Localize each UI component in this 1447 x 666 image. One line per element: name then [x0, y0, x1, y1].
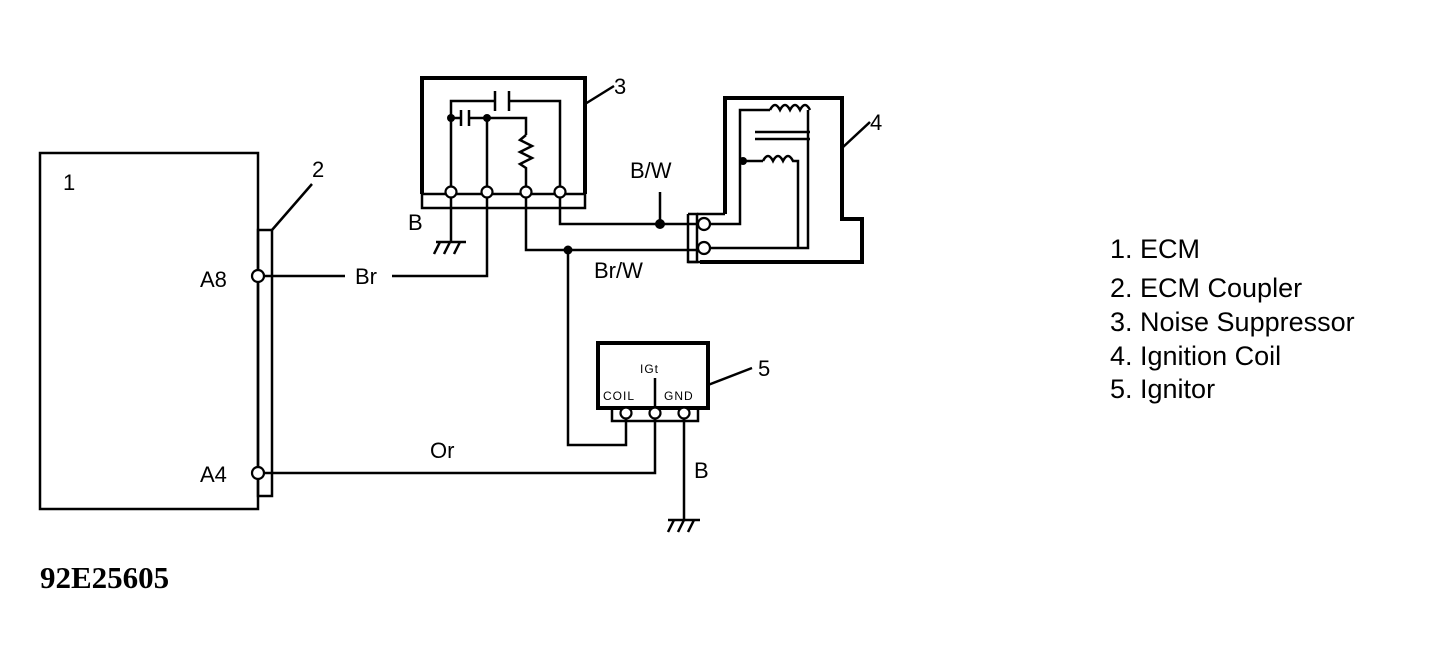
- wire-or-label: Or: [430, 438, 454, 463]
- pin-a4: [250, 465, 266, 481]
- pin-a4-label: A4: [200, 462, 227, 487]
- coil-number: 4: [870, 110, 882, 135]
- ground-icon: [432, 240, 466, 255]
- legend-item: 4. Ignition Coil: [1110, 341, 1281, 371]
- ignitor-gnd-label: GND: [664, 389, 694, 403]
- pin-a8-label: A8: [200, 267, 227, 292]
- wire-b-top-label: B: [408, 210, 423, 235]
- wire-bw: [558, 198, 697, 226]
- ignitor: 5 IGt COIL GND: [596, 341, 770, 423]
- ecm: 1: [38, 151, 260, 511]
- legend-item: 5. Ignitor: [1110, 374, 1215, 404]
- wire-b-bottom-label: B: [694, 458, 709, 483]
- pin-a8: [250, 268, 266, 284]
- wire-br: [264, 192, 489, 278]
- ignition-coil: 4: [686, 96, 882, 264]
- legend: 1. ECM 2. ECM Coupler 3. Noise Suppresso…: [1110, 234, 1355, 404]
- ignitor-igt-label: IGt: [640, 362, 659, 376]
- ecm-coupler-number: 2: [312, 157, 324, 182]
- legend-item: 3. Noise Suppressor: [1110, 307, 1355, 337]
- ignitor-number: 5: [758, 356, 770, 381]
- ground-icon: [666, 518, 700, 533]
- suppressor-number: 3: [614, 74, 626, 99]
- ecm-coupler: 2: [256, 157, 324, 498]
- wire-or: [264, 413, 657, 475]
- wire-br-label: Br: [355, 264, 377, 289]
- figure-id: 92E25605: [40, 560, 169, 595]
- legend-item: 2. ECM Coupler: [1110, 273, 1302, 303]
- wire-bw-label: B/W: [630, 158, 672, 183]
- noise-suppressor: 3: [420, 74, 626, 210]
- ignitor-coil-label: COIL: [603, 389, 635, 403]
- wire-brw-label: Br/W: [594, 258, 643, 283]
- wire-brw: [524, 198, 697, 252]
- legend-item: 1. ECM: [1110, 234, 1200, 264]
- ecm-number: 1: [63, 170, 75, 195]
